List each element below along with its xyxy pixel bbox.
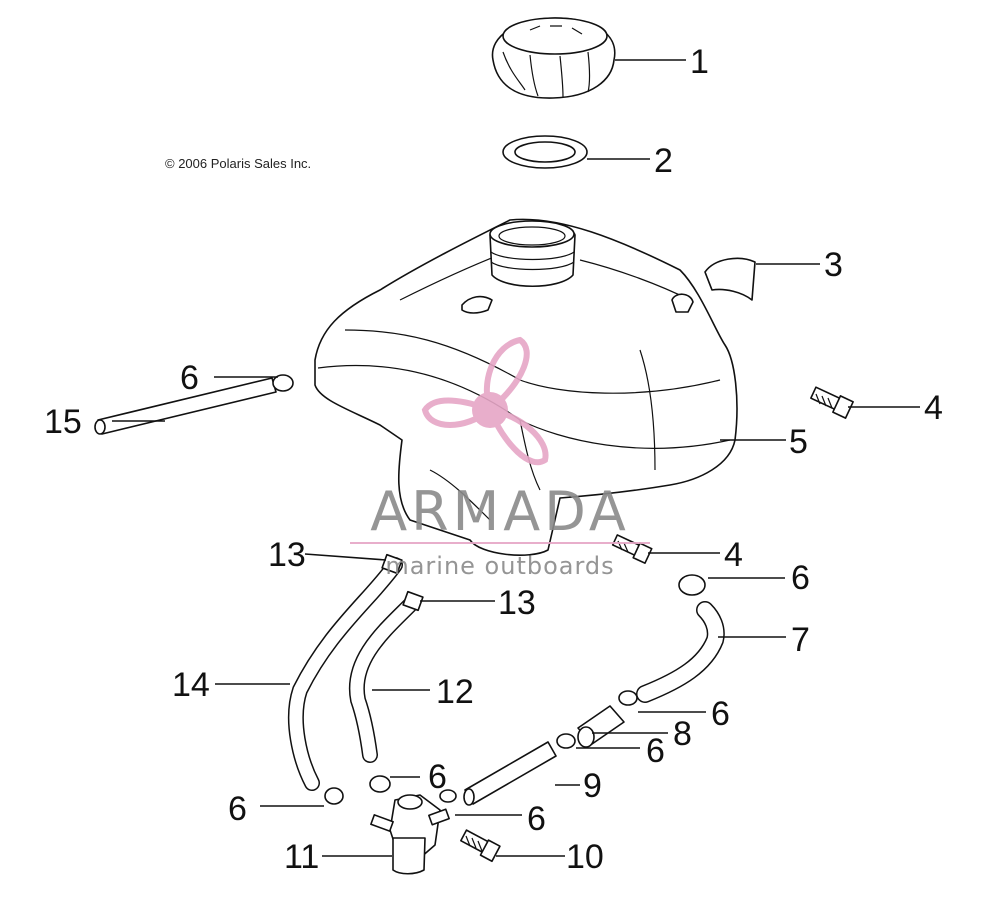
bolt-right [810, 386, 854, 419]
fuel-valve [370, 794, 450, 875]
callout-6-right-top: 6 [791, 559, 810, 597]
bolt-valve [460, 829, 501, 863]
bolt-lower [611, 534, 653, 565]
watermark: ARMADA marine outboards [350, 336, 650, 580]
callout-labels: 1 2 3 4 5 6 6 6 6 6 6 6 7 8 9 10 11 12 1… [44, 43, 943, 876]
fuel-tank [314, 218, 738, 556]
callout-2: 2 [654, 142, 673, 180]
callout-15: 15 [44, 403, 82, 441]
tank-pad [704, 257, 756, 301]
copyright-notice: © 2006 Polaris Sales Inc. [165, 156, 312, 171]
callout-6-bottom-left: 6 [228, 790, 247, 828]
callout-3: 3 [824, 246, 843, 284]
callout-4-lower: 4 [724, 536, 743, 574]
hose-7 [636, 601, 725, 703]
hose-9 [463, 741, 557, 806]
leader-lines [112, 59, 920, 857]
clamps [272, 374, 706, 805]
callout-6-left: 6 [180, 359, 199, 397]
callout-8: 8 [673, 715, 692, 753]
callout-6-mid-b: 6 [646, 732, 665, 770]
callout-14: 14 [172, 666, 210, 704]
callout-7: 7 [791, 621, 810, 659]
callout-6-mid-a: 6 [711, 695, 730, 733]
callout-12: 12 [436, 673, 474, 711]
callout-5: 5 [789, 423, 808, 461]
propeller-icon [421, 336, 549, 465]
hose-15 [94, 377, 277, 435]
callout-6-bottom-mid: 6 [428, 758, 447, 796]
callout-11: 11 [284, 838, 319, 876]
inline-fuel-filter [577, 705, 625, 748]
watermark-brand: ARMADA [370, 480, 630, 543]
callout-10: 10 [566, 838, 604, 876]
fuel-cap [491, 17, 616, 99]
callout-1: 1 [690, 43, 709, 81]
hose-14 [287, 557, 403, 791]
callout-9: 9 [583, 767, 602, 805]
callout-13-lower: 13 [498, 584, 536, 622]
cap-gasket [502, 135, 588, 169]
hose-12 [348, 597, 418, 763]
watermark-tagline: marine outboards [385, 552, 614, 580]
callout-4-right: 4 [924, 389, 943, 427]
callout-6-bottom-right: 6 [527, 800, 546, 838]
callout-13-top: 13 [268, 536, 306, 574]
